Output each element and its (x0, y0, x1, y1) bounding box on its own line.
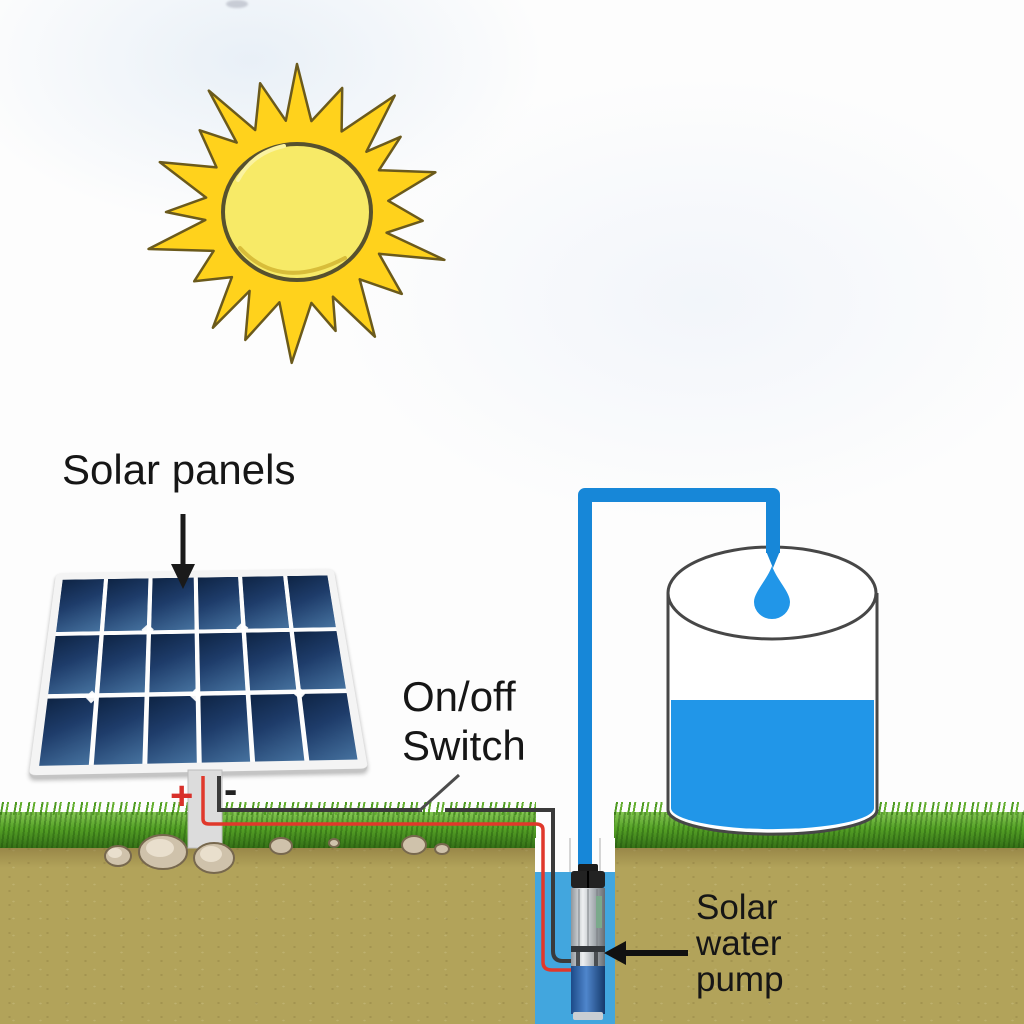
panel-cell (250, 694, 304, 762)
negative-terminal-label: - (224, 768, 238, 812)
switch-label-line1: On/off (402, 673, 516, 720)
solar-panel-grid (39, 575, 358, 766)
pump-label-line1: Solar (696, 888, 778, 927)
positive-terminal-label: + (170, 774, 194, 818)
solar-panel (28, 535, 369, 779)
pipe-outlet-taper (766, 551, 780, 568)
panel-cell (246, 631, 296, 691)
panel-cell (197, 576, 242, 630)
panel-cell (98, 634, 147, 694)
panel-cell (147, 696, 197, 764)
panel-cell (151, 577, 195, 631)
panel-cell (300, 693, 358, 761)
panel-cell (149, 633, 196, 693)
tank-body (666, 593, 879, 836)
switch-label-line2: Switch (402, 722, 526, 769)
pump-label-line3: pump (696, 960, 784, 999)
sun-rays (147, 62, 446, 365)
solar-panel-frame (28, 569, 369, 779)
water-tank (666, 545, 879, 836)
panel-cell (103, 578, 149, 631)
grass-strip-left (0, 802, 536, 848)
sun-highlight-arc (236, 144, 286, 182)
panel-cell (242, 576, 289, 629)
water-drop-icon (754, 566, 790, 619)
sun-shade-arc (238, 246, 347, 275)
panel-cell (286, 575, 336, 628)
panel-cell (198, 632, 246, 692)
sun-icon (147, 62, 446, 365)
panel-cell (39, 698, 94, 766)
pump-label-line2: water (696, 924, 782, 963)
soil-ground (0, 842, 1024, 1024)
panel-cell (93, 697, 145, 765)
solar-panels-label: Solar panels (62, 446, 296, 493)
grass-strip-right (614, 802, 1024, 848)
panel-cell (293, 630, 346, 690)
panel-cell (199, 695, 251, 763)
panel-cell (56, 579, 104, 632)
tank-rim (666, 545, 878, 641)
artifact-mark (226, 0, 248, 8)
sun-disc (221, 142, 373, 282)
panel-cell (48, 634, 99, 695)
